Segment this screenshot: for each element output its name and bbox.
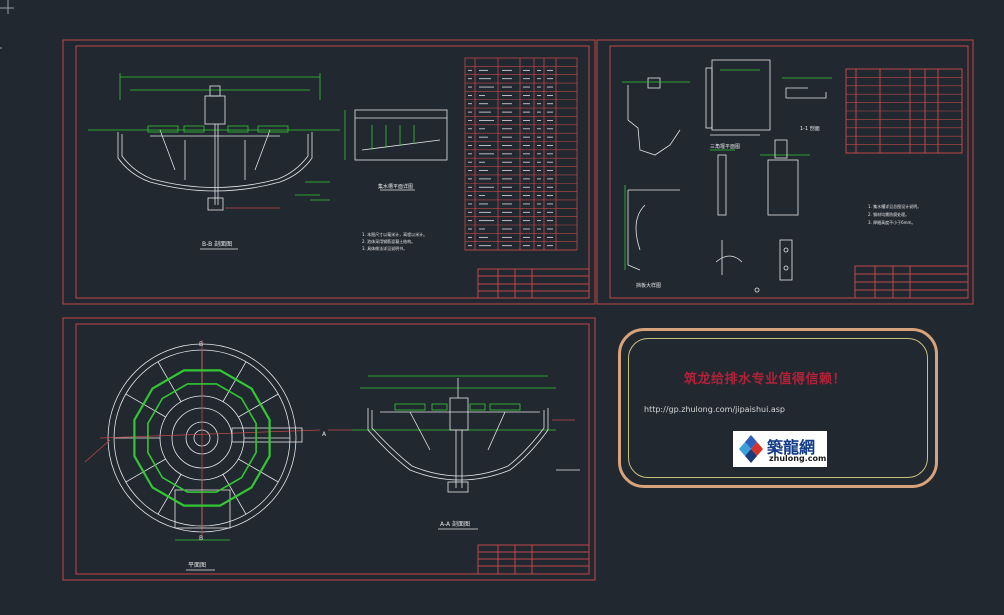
section-a-a-title: A-A 剖面图 [440,520,470,528]
section-a-a-drawing [328,375,580,493]
sheet1-notes: 1. 本图尺寸以毫米计，高程以米计。 2. 池体采用钢筋混凝土结构。 3. 具体… [362,231,427,251]
weir-plan-title: 三角堰平面图 [710,143,740,150]
ad-url-link[interactable]: http://gp.zhulong.com/jipaishui.asp [644,405,786,414]
trough-detail-drawing [344,109,448,191]
svg-text:3. 焊缝高度不小于6mm。: 3. 焊缝高度不小于6mm。 [868,219,915,225]
plan-label-b-bottom: B [199,535,203,542]
logo-domain-text: zhulong.com [769,454,827,463]
svg-text:1. 本图尺寸以毫米计，高程以米计。: 1. 本图尺寸以毫米计，高程以米计。 [362,231,427,237]
detail-1-1-title: 1-1 剖面 [800,125,820,132]
sheet-2-frame [596,39,974,305]
plan-label-b-top: B [199,341,203,348]
plan-label-a: A [322,431,327,438]
svg-text:1. 集水槽详见总图设计说明。: 1. 集水槽详见总图设计说明。 [868,203,921,209]
plan-green-ring-inner [147,383,257,493]
ad-inner-border: 筑龙给排水专业值得信赖！ http://gp.zhulong.com/jipai… [628,338,928,478]
svg-text:2. 钢材均需防腐处理。: 2. 钢材均需防腐处理。 [868,211,909,217]
svg-text:3. 具体做法详见说明书。: 3. 具体做法详见说明书。 [362,245,407,251]
trough-detail-title: 集水槽平面详图 [378,183,413,190]
sheet2-details [622,59,832,293]
sheet2-notes: 1. 集水槽详见总图设计说明。 2. 钢材均需防腐处理。 3. 焊缝高度不小于6… [868,203,921,225]
section-a-a-grating [394,403,521,411]
plan-title: 平面图 [188,562,206,569]
zhulong-logo-icon [739,435,763,463]
logo-chinese-text: 築龍網 [767,438,816,457]
sheet-1-frame [62,39,596,305]
section-b-b-drawing [88,73,340,211]
baffle-detail-title: 挡板大样图 [636,282,661,289]
parts-table-rows [846,77,962,145]
section-b-b-title: B-B 剖面图 [202,240,232,248]
ad-title: 筑龙给排水专业值得信赖！ [684,372,847,387]
material-table [464,57,578,251]
material-table-rows [465,66,577,251]
plan-view-drawing [84,340,321,541]
sheet-3-frame [62,317,596,581]
corner-marks [0,0,14,49]
material-table-text [468,69,553,247]
section-b-b-grating [147,125,289,133]
svg-text:2. 池体采用钢筋混凝土结构。: 2. 池体采用钢筋混凝土结构。 [362,238,415,244]
zhulong-logo[interactable]: 築龍網 zhulong.com [733,431,827,467]
zhulong-ad-box[interactable]: 筑龙给排水专业值得信赖！ http://gp.zhulong.com/jipai… [618,328,938,488]
plan-green-ring-outer [133,369,271,507]
